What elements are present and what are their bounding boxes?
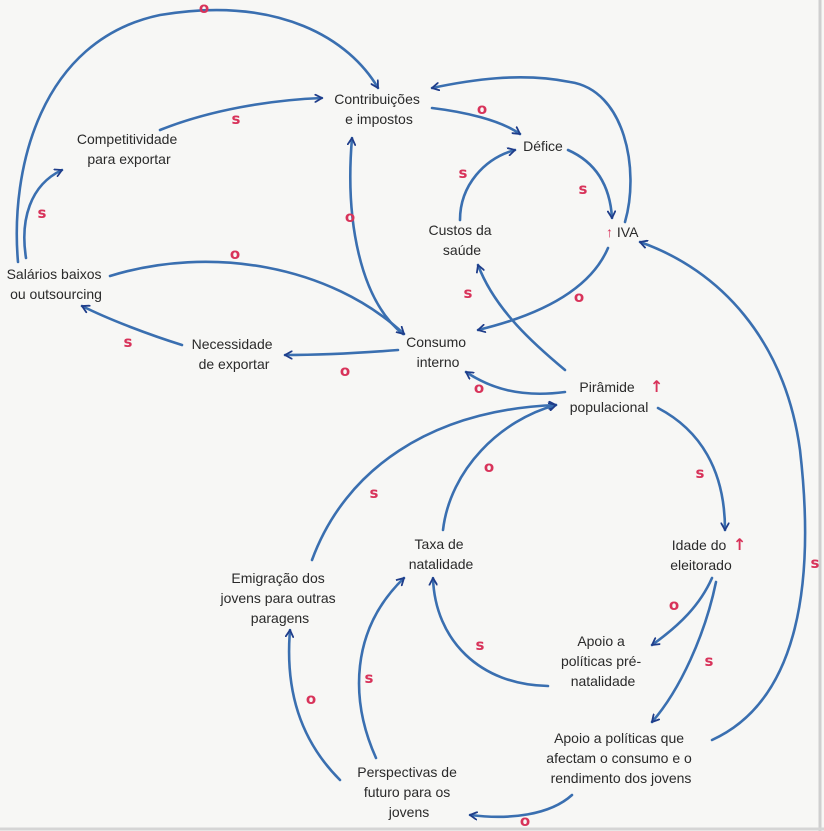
edge-piramide-idade [656,406,725,532]
edge-custos-defice [458,150,517,222]
polarity-consumo-contribuicoes: o [345,208,355,226]
polarity-idade-apoiopre: o [669,596,679,614]
node-consumo-interno: Consumo interno [406,334,470,370]
polarity-emigracao-piramide: s [370,484,379,502]
node-custos-da-saude: Custos da saúde [429,222,496,258]
nodes-layer: Contribuições e impostos Competitividade… [7,91,747,820]
up-arrow-icon: ↑ [733,535,746,554]
edge-taxa-piramide [441,405,558,532]
edge-idade-apoioconsumo [650,580,718,724]
polarity-piramide-custos: s [464,284,473,302]
polarity-salarios-competitividade: s [38,204,47,222]
polarity-contribuicoes-defice: o [477,100,487,118]
node-necessidade-de-exportar: Necessidade de exportar [192,336,277,372]
edge-emigracao-piramide [310,405,558,562]
polarity-taxa-piramide: o [484,458,494,476]
polarity-labels: o s o s s s o o o s o s o s s o o s s s … [38,0,820,830]
node-defice: Défice [523,138,563,154]
polarity-apoioconsumo-iva: s [811,554,820,572]
polarity-perspectivas-emigracao: o [306,690,316,708]
edge-piramide-consumo [464,370,567,396]
up-arrow-icon: ↑ [606,224,613,240]
edges-layer [15,8,807,817]
polarity-consumo-necessidade: o [340,362,350,380]
node-contribuicoes-e-impostos: Contribuições e impostos [334,91,424,127]
node-taxa-de-natalidade: Taxa de natalidade [409,536,474,572]
edge-salarios-contribuicoes [15,8,380,264]
edge-perspectivas-emigracao [289,628,342,782]
node-iva: ↑ IVA [606,224,639,240]
polarity-idade-apoioconsumo: s [705,652,714,670]
edge-iva-consumo [476,246,610,330]
polarity-iva-consumo: o [574,288,584,306]
edge-necessidade-salarios [80,304,184,347]
polarity-custos-defice: s [459,164,468,182]
node-apoio-a-politicas-pre-natalidade: Apoio a políticas pré- natalidade [561,633,645,689]
edge-defice-iva [566,148,612,220]
edge-apoioconsumo-iva [638,242,807,742]
edge-apoioconsumo-perspectivas [468,793,574,817]
edge-contribuicoes-defice [430,106,522,136]
node-emigracao-dos-jovens: Emigração dos jovens para outras paragen… [219,570,339,626]
polarity-defice-iva: s [579,180,588,198]
edge-idade-apoiopre [650,576,714,647]
node-perspectivas-de-futuro-para-os-jovens: Perspectivas de futuro para os jovens [357,764,461,820]
polarity-salarios-consumo: o [230,245,240,263]
polarity-necessidade-salarios: s [124,333,133,351]
node-piramide-populacional: Pirâmide populacional [570,379,649,415]
edge-salarios-competitividade [23,170,64,260]
edge-perspectivas-taxa [357,576,406,760]
edge-salarios-consumo [108,260,406,336]
polarity-apoioconsumo-perspectivas: o [520,812,530,830]
edge-piramide-custos [478,263,567,372]
node-salarios-baixos-ou-outsourcing: Salários baixos ou outsourcing [7,266,106,302]
edge-consumo-necessidade [283,348,400,355]
node-idade-do-eleitorado: Idade do eleitorado [670,537,732,573]
node-competitividade-para-exportar: Competitividade para exportar [77,131,181,167]
polarity-piramide-idade: s [696,464,705,482]
polarity-piramide-consumo: o [474,379,484,397]
edge-competitividade-contribuicoes [158,98,324,132]
polarity-perspectivas-taxa: s [365,669,374,687]
polarity-salarios-contribuicoes: o [199,0,209,17]
edge-apoiopre-taxa [433,576,550,688]
edge-iva-contribuicoes [430,76,632,224]
polarity-competitividade-contribuicoes: s [232,110,241,128]
up-arrow-icon: ↑ [650,377,663,396]
polarity-apoiopre-taxa: s [476,636,485,654]
node-apoio-a-politicas-consumo-jovens: Apoio a políticas que afectam o consumo … [546,730,695,786]
